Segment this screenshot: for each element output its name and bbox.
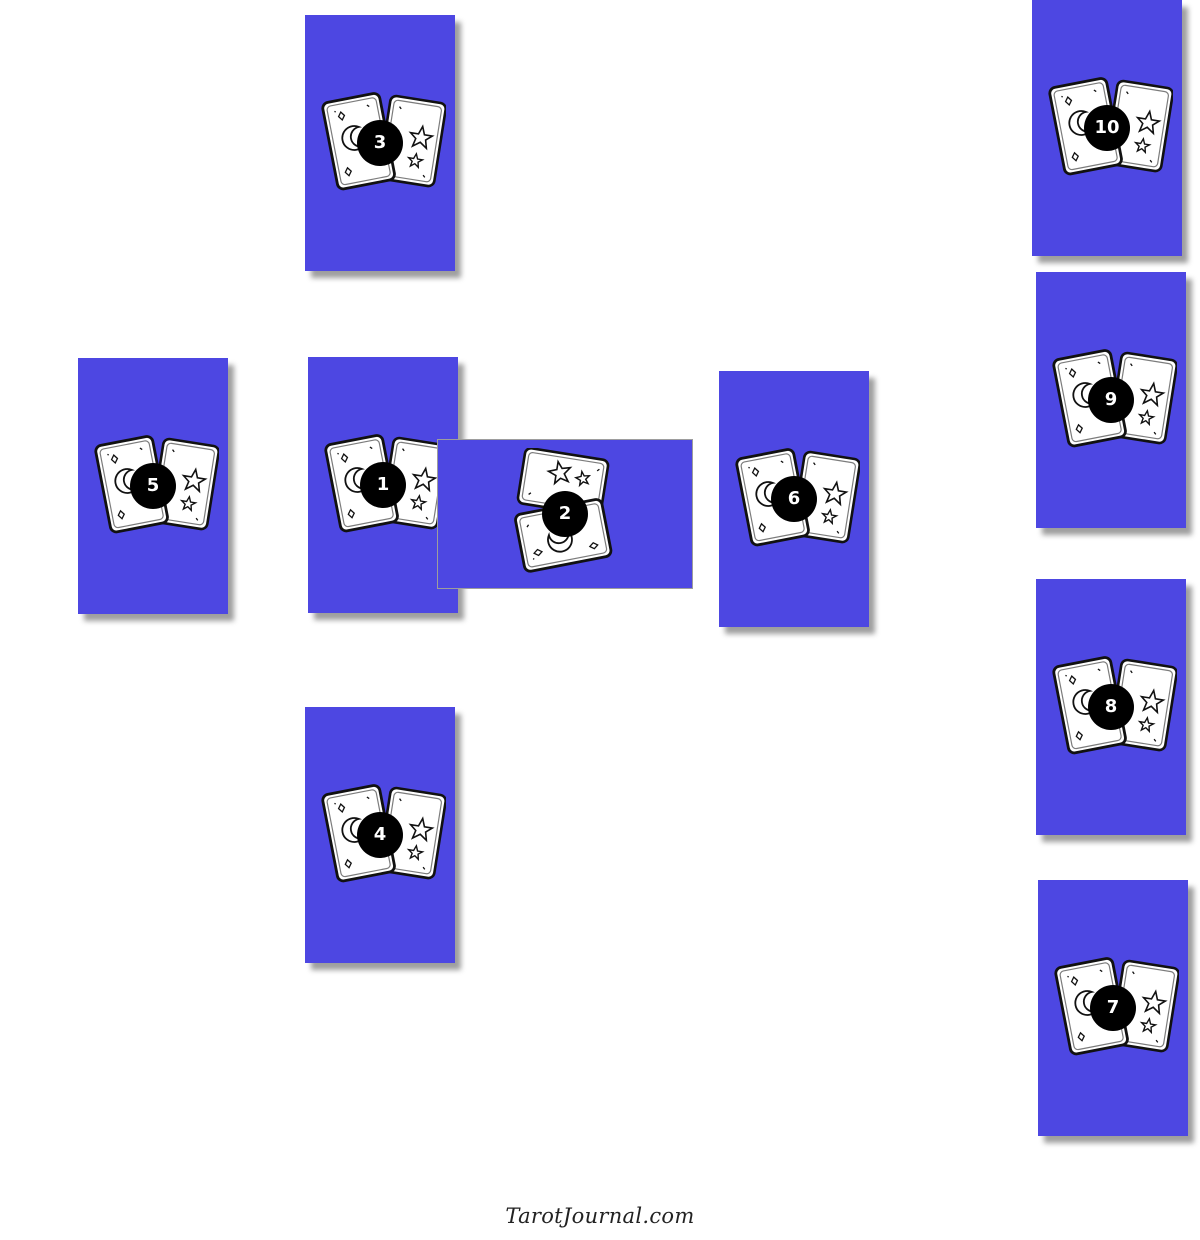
card-position-7: 7 (1038, 880, 1188, 1136)
card-number-badge: 10 (1084, 105, 1130, 151)
card-position-4: 4 (305, 707, 455, 963)
card-position-3: 3 (305, 15, 455, 271)
card-number-badge: 4 (357, 812, 403, 858)
card-position-1: 1 (308, 357, 458, 613)
card-number-badge: 9 (1088, 377, 1134, 423)
card-number-badge: 8 (1088, 684, 1134, 730)
site-watermark: TarotJournal.com (505, 1204, 695, 1228)
card-number-badge: 5 (130, 463, 176, 509)
card-number-badge: 3 (357, 120, 403, 166)
card-number-badge: 6 (771, 476, 817, 522)
card-position-2: 2 (437, 439, 693, 589)
card-position-8: 8 (1036, 579, 1186, 835)
card-position-5: 5 (78, 358, 228, 614)
card-number-badge: 7 (1090, 985, 1136, 1031)
card-number-badge: 2 (542, 491, 588, 537)
card-number-badge: 1 (360, 462, 406, 508)
card-position-10: 10 (1032, 0, 1182, 256)
card-position-9: 9 (1036, 272, 1186, 528)
card-position-6: 6 (719, 371, 869, 627)
